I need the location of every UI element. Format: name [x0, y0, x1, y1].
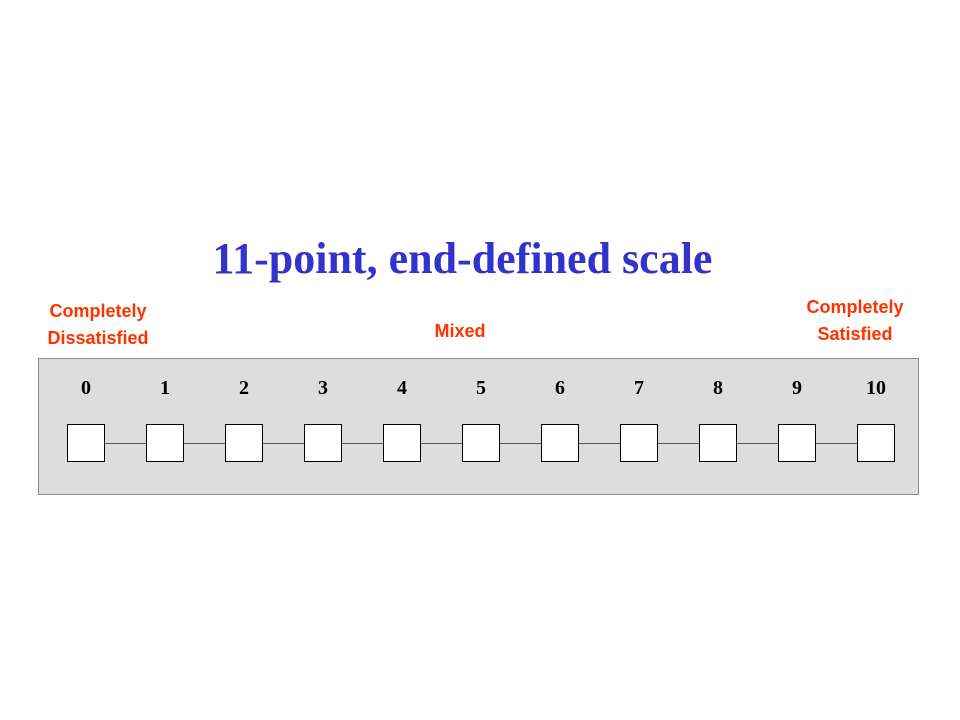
anchor-left-line-2: Dissatisfied — [47, 328, 149, 348]
scale-option-box-10[interactable] — [857, 424, 895, 462]
anchor-right-line-1: Completely — [806, 297, 904, 317]
page-title: 11-point, end-defined scale — [212, 234, 713, 283]
scale-number-6: 6 — [555, 377, 565, 399]
scale-number-4: 4 — [397, 377, 407, 399]
scale-option-box-4[interactable] — [383, 424, 421, 462]
anchor-left-line-1: Completely — [49, 301, 147, 321]
scale-number-5: 5 — [476, 377, 486, 399]
scale-option-box-3[interactable] — [304, 424, 342, 462]
anchor-middle-text: Mixed — [434, 321, 486, 341]
scale-option-box-7[interactable] — [620, 424, 658, 462]
scale-number-9: 9 — [792, 377, 802, 399]
scale-number-1: 1 — [160, 377, 170, 399]
scale-number-0: 0 — [81, 377, 91, 399]
scale-number-10: 10 — [866, 377, 886, 399]
scale-option-box-0[interactable] — [67, 424, 105, 462]
anchor-label-left: Completely Dissatisfied — [18, 298, 178, 352]
scale-number-2: 2 — [239, 377, 249, 399]
scale-option-box-8[interactable] — [699, 424, 737, 462]
scale-option-box-1[interactable] — [146, 424, 184, 462]
anchor-right-line-2: Satisfied — [817, 324, 893, 344]
scale-option-box-2[interactable] — [225, 424, 263, 462]
anchor-label-middle: Mixed — [400, 318, 520, 345]
scale-number-3: 3 — [318, 377, 328, 399]
scale-option-box-5[interactable] — [462, 424, 500, 462]
anchor-label-right: Completely Satisfied — [775, 294, 935, 348]
scale-number-8: 8 — [713, 377, 723, 399]
scale-number-7: 7 — [634, 377, 644, 399]
scale-option-box-9[interactable] — [778, 424, 816, 462]
scale-option-box-6[interactable] — [541, 424, 579, 462]
